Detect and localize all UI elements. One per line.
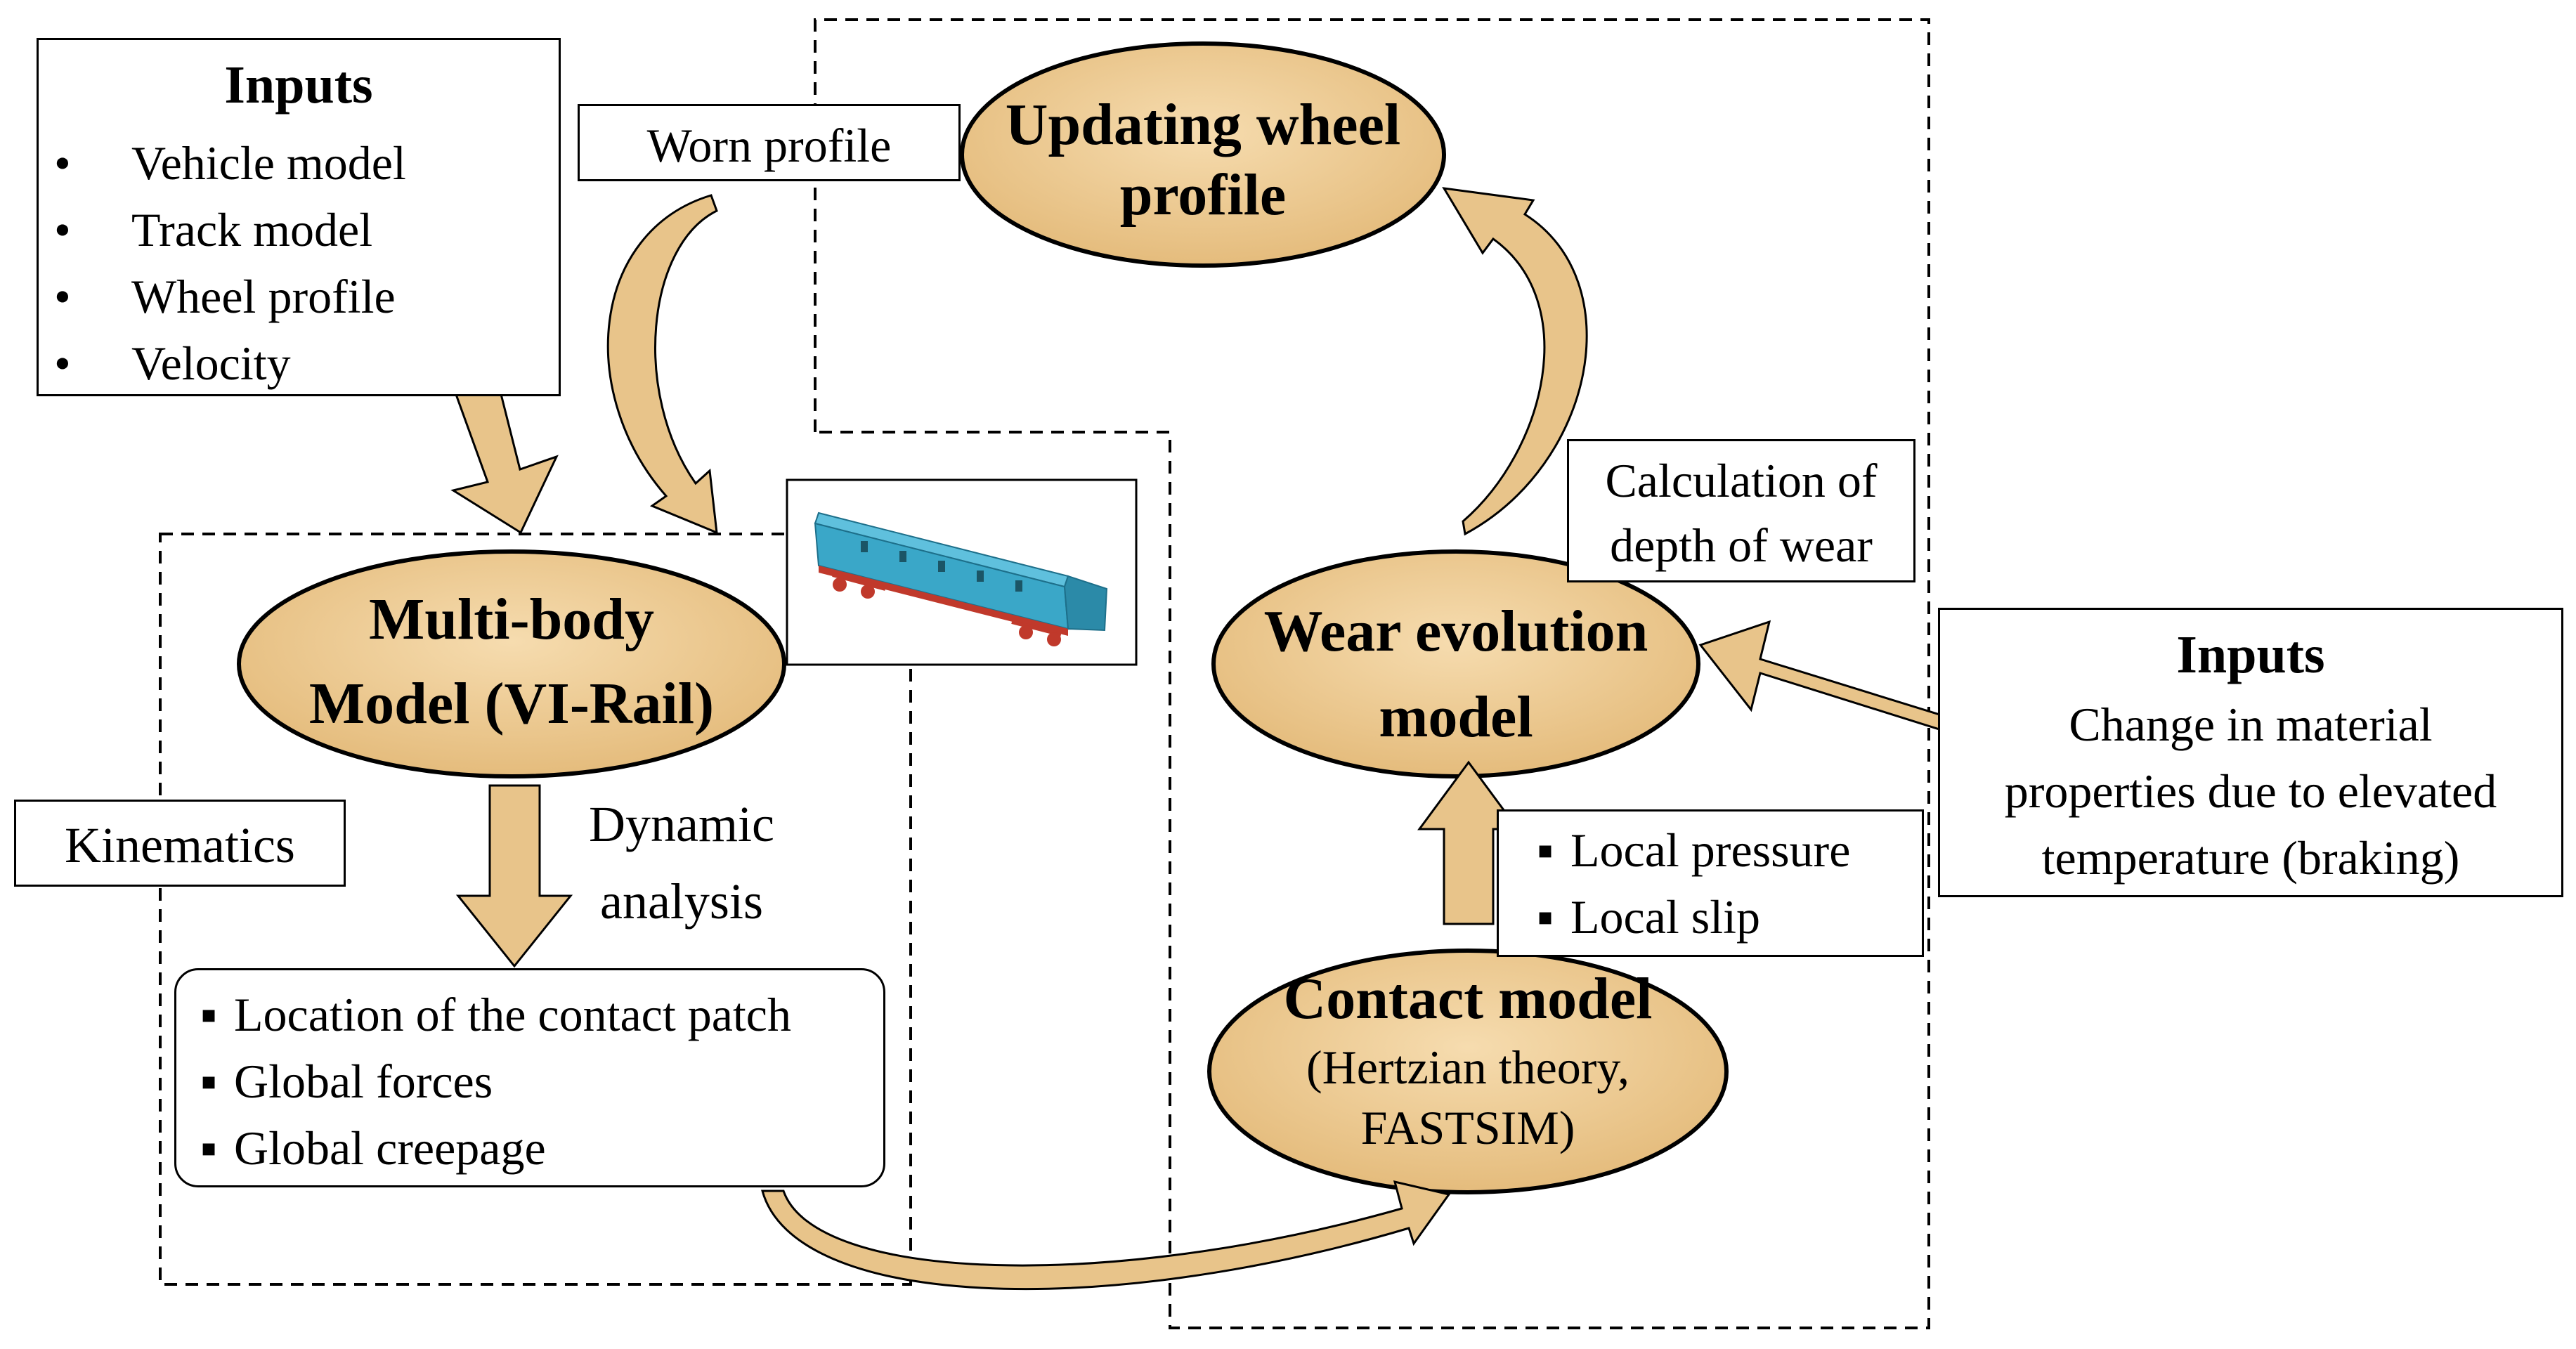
inputs-left-title: Inputs [224,56,373,115]
contact-model-title: Contact model [1283,966,1653,1031]
list-item: Velocity [54,330,406,397]
contact-model-detail-2: FASTSIM) [1360,1101,1575,1154]
list-item: Location of the contact patch [200,982,791,1048]
dynamic-analysis-label: Dynamic analysis [589,796,774,930]
inputs-left-box: Inputs Vehicle model Track model Wheel p… [37,38,561,397]
dashed-region-multibody [159,533,912,1286]
local-outputs-list: Local pressure Local slip [1537,817,1850,951]
contact-model-ellipse [1207,949,1729,1194]
inputs-right-box: Inputs Change in material properties due… [1938,608,2563,897]
list-item: Global creepage [200,1115,791,1182]
inputs-left-list: Vehicle model Track model Wheel profile … [54,130,406,397]
contact-model-detail-1: (Hertzian theory, [1306,1041,1630,1094]
list-item: Wheel profile [54,263,406,330]
kinematics-box: Kinematics [14,800,346,887]
local-outputs-box: Local pressure Local slip [1497,809,1924,957]
contact-patch-outputs-box: Location of the contact patch Global for… [174,968,885,1187]
list-item: Local pressure [1537,817,1850,884]
arrow-outputs-to-contact-model [761,1180,1451,1290]
dashed-region-update [814,18,1930,1329]
list-item: Local slip [1537,884,1850,951]
inputs-right-description: Change in material properties due to ele… [2004,698,2497,885]
calculation-of-wear-label: Calculation of depth of wear [1605,454,1878,572]
calculation-of-wear-box: Calculation of depth of wear [1567,439,1915,582]
kinematics-label: Kinematics [65,817,295,873]
arrow-contact-to-wear [1417,760,1520,925]
multibody-model-title: Multi-body Model (VI-Rail) [308,587,715,736]
updating-wheel-profile-title: Updating wheel profile [1005,92,1401,228]
worn-profile-label: Worn profile [646,119,892,172]
list-item: Global forces [200,1048,791,1115]
multibody-model-ellipse [237,549,786,778]
contact-model-label: Contact model (Hertzian theory, FASTSIM) [1216,961,1720,1158]
list-item: Vehicle model [54,130,406,197]
updating-wheel-profile-ellipse [960,41,1446,268]
contact-patch-outputs-list: Location of the contact patch Global for… [200,982,791,1182]
arrow-wear-to-updating-profile [1442,187,1588,536]
worn-profile-box: Worn profile [578,104,961,181]
wear-evolution-model-title: Wear evolution model [1263,599,1648,750]
list-item: Track model [54,197,406,263]
arrow-inputs-right-to-wear [1698,620,2001,746]
arrow-multibody-to-outputs [455,784,573,968]
wear-evolution-model-ellipse [1211,549,1700,778]
inputs-right-title: Inputs [2176,625,2325,684]
railcar-image [786,478,1138,666]
arrow-worn-profile-to-multibody [606,194,718,535]
